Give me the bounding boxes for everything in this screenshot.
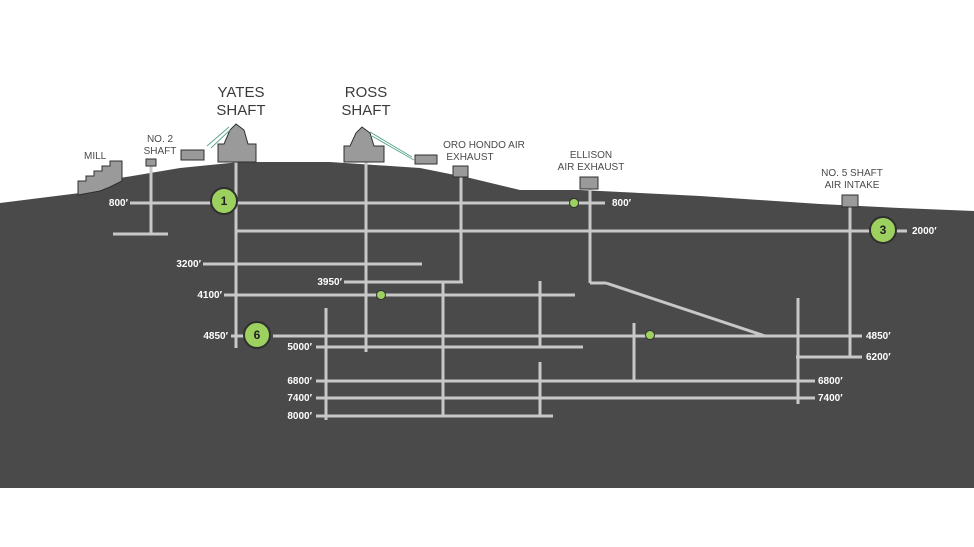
mill-building (77, 160, 123, 196)
dot-markers (376, 198, 655, 340)
depth-label-800-right: 800′ (612, 198, 632, 209)
tunnel-network (113, 162, 907, 420)
dot-marker-4850 (645, 330, 655, 340)
no2-label-line1: NO. 2 (147, 134, 174, 145)
ross-label-line1: ROSS (345, 84, 388, 101)
badge-1: 1 (210, 187, 238, 215)
ellison-label-line2: AIR EXHAUST (558, 162, 625, 173)
oro-hondo-exhaust (452, 165, 469, 178)
depth-label-2000: 2000′ (912, 226, 937, 237)
yates-label-line2: SHAFT (216, 102, 265, 119)
ellison-label-line1: ELLISON (570, 150, 612, 161)
yates-leader-b (210, 129, 231, 149)
badge-3-number: 3 (880, 223, 887, 237)
depth-label-5000: 5000′ (287, 342, 312, 353)
badge-6: 6 (243, 321, 271, 349)
surface-structures (77, 123, 859, 208)
badge-3: 3 (869, 216, 897, 244)
depth-label-6800-left: 6800′ (287, 376, 312, 387)
dot-marker-800 (569, 198, 579, 208)
dot-marker-4100 (376, 290, 386, 300)
ross-leader-b (371, 135, 415, 161)
no5-label-line1: NO. 5 SHAFT (821, 168, 883, 179)
yates-label-line1: YATES (218, 84, 265, 101)
badge-1-circle (210, 187, 238, 215)
badge-3-circle (869, 216, 897, 244)
depth-label-3200: 3200′ (176, 259, 201, 270)
no2-shaft-building (145, 158, 157, 167)
depth-label-4850-right: 4850′ (866, 331, 891, 342)
oro-hondo-building (414, 154, 438, 165)
surface-label-group: MILL NO. 2 SHAFT YATES SHAFT ROSS SHAFT … (84, 84, 883, 191)
ellison-ramp (605, 281, 766, 338)
oro-hondo-label-line2: EXHAUST (446, 152, 493, 163)
oro-hondo-label-line1: ORO HONDO AIR (443, 140, 525, 151)
depth-label-7400-left: 7400′ (287, 393, 312, 404)
depth-label-800-left: 800′ (109, 198, 129, 209)
depth-label-group: 800′ 800′ 2000′ 3200′ 3950′ 4100′ 4850′ … (109, 198, 937, 422)
yates-leader-a (206, 126, 230, 147)
rock-cross-section (0, 162, 974, 488)
depth-label-4100: 4100′ (197, 290, 222, 301)
yates-annex-building (180, 149, 205, 161)
no2-label-line2: SHAFT (144, 146, 177, 157)
no5-intake-building (841, 194, 859, 208)
badge-1-number: 1 (221, 194, 228, 208)
badge-6-circle (243, 321, 271, 349)
no5-label-line2: AIR INTAKE (825, 180, 880, 191)
depth-label-3950: 3950′ (317, 277, 342, 288)
depth-label-7400-right: 7400′ (818, 393, 843, 404)
ross-leader-a (369, 131, 413, 158)
depth-label-6800-right: 6800′ (818, 376, 843, 387)
yates-headframe (217, 123, 257, 163)
ross-headframe (343, 126, 385, 163)
ellison-exhaust-building (579, 176, 599, 190)
mill-label: MILL (84, 151, 107, 162)
depth-label-4850-left: 4850′ (203, 331, 228, 342)
ross-label-line2: SHAFT (341, 102, 390, 119)
badge-6-number: 6 (254, 328, 261, 342)
depth-label-8000: 8000′ (287, 411, 312, 422)
depth-label-6200: 6200′ (866, 352, 891, 363)
